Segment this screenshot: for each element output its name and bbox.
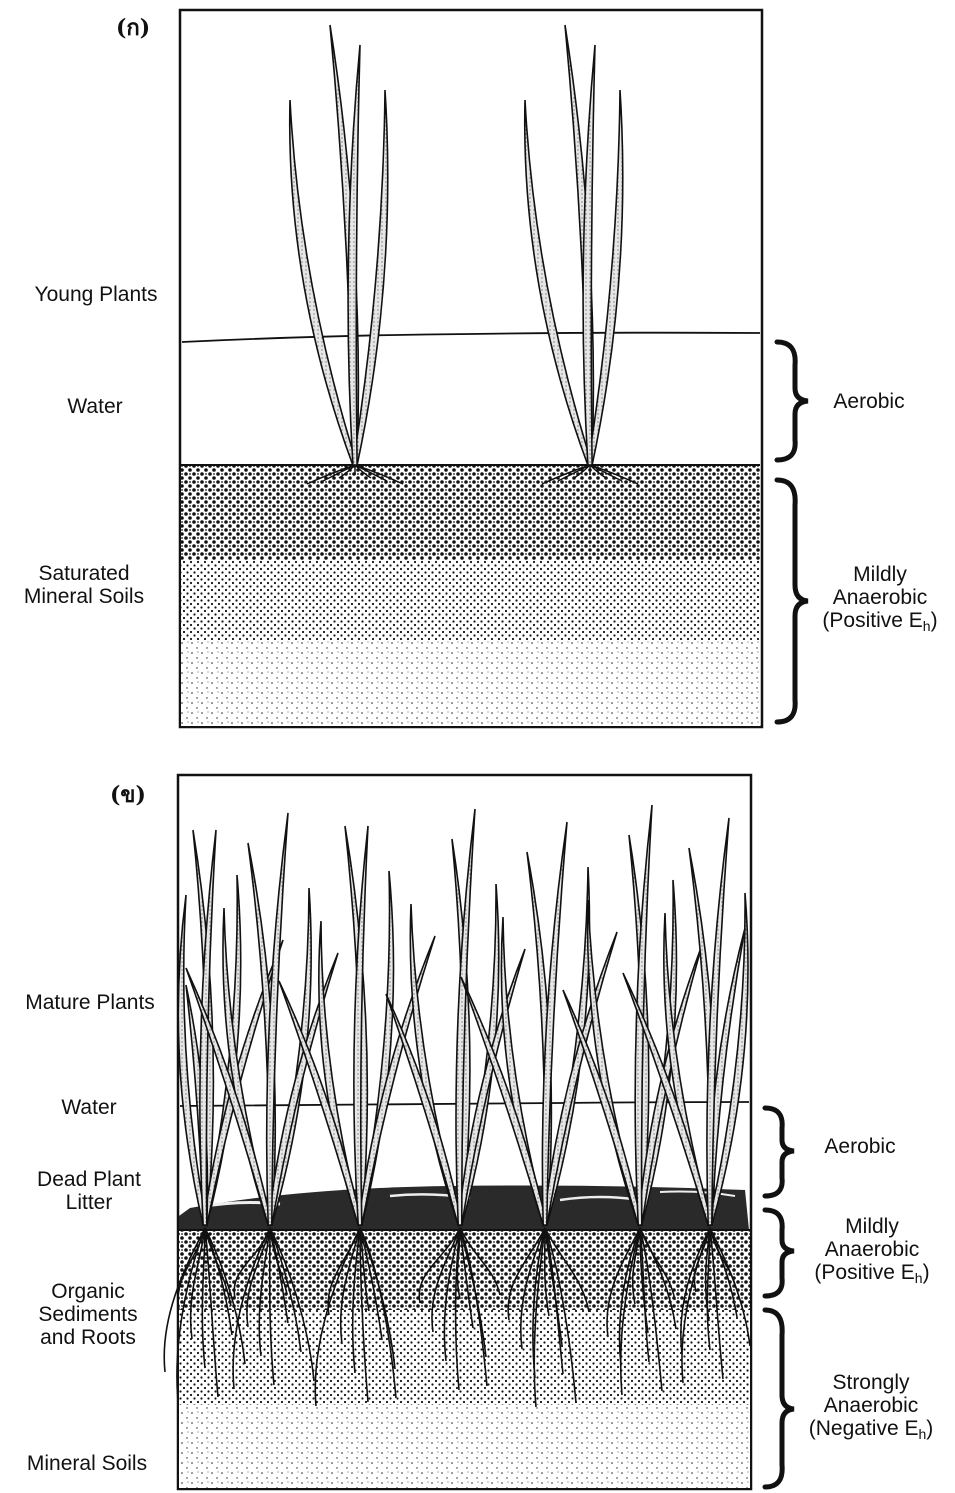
panel-b-aerobic-brace (765, 1108, 794, 1196)
dead-plant-litter-label: Dead Plant Litter (37, 1168, 141, 1214)
panel-a-id: (ก) (116, 10, 150, 45)
aerobic-label-a: Aerobic (833, 390, 904, 413)
water-label-a: Water (67, 395, 122, 418)
young-plants-label: Young Plants (35, 283, 158, 306)
panel-b-strong-brace (765, 1310, 794, 1487)
strongly-anaerobic-label: Strongly Anaerobic (Negative Eh) (809, 1371, 934, 1446)
organic-sediments-label: Organic Sediments and Roots (38, 1280, 137, 1349)
panel-b-mild-brace (765, 1210, 794, 1296)
saturated-mineral-soils-label: Saturated Mineral Soils (24, 562, 144, 608)
panel-a-mild-brace (777, 480, 808, 722)
mildly-anaerobic-label-b: Mildly Anaerobic (Positive Eh) (814, 1215, 929, 1290)
panel-a-aerobic-brace (777, 342, 808, 460)
mineral-soils-label: Mineral Soils (27, 1452, 147, 1475)
panel-a-soil (181, 465, 760, 726)
mildly-anaerobic-label-a: Mildly Anaerobic (Positive Eh) (822, 563, 937, 638)
panel-b-id: (ข) (110, 777, 146, 812)
aerobic-label-b: Aerobic (824, 1135, 895, 1158)
water-label-b: Water (61, 1096, 116, 1119)
mature-plants-label: Mature Plants (25, 991, 155, 1014)
